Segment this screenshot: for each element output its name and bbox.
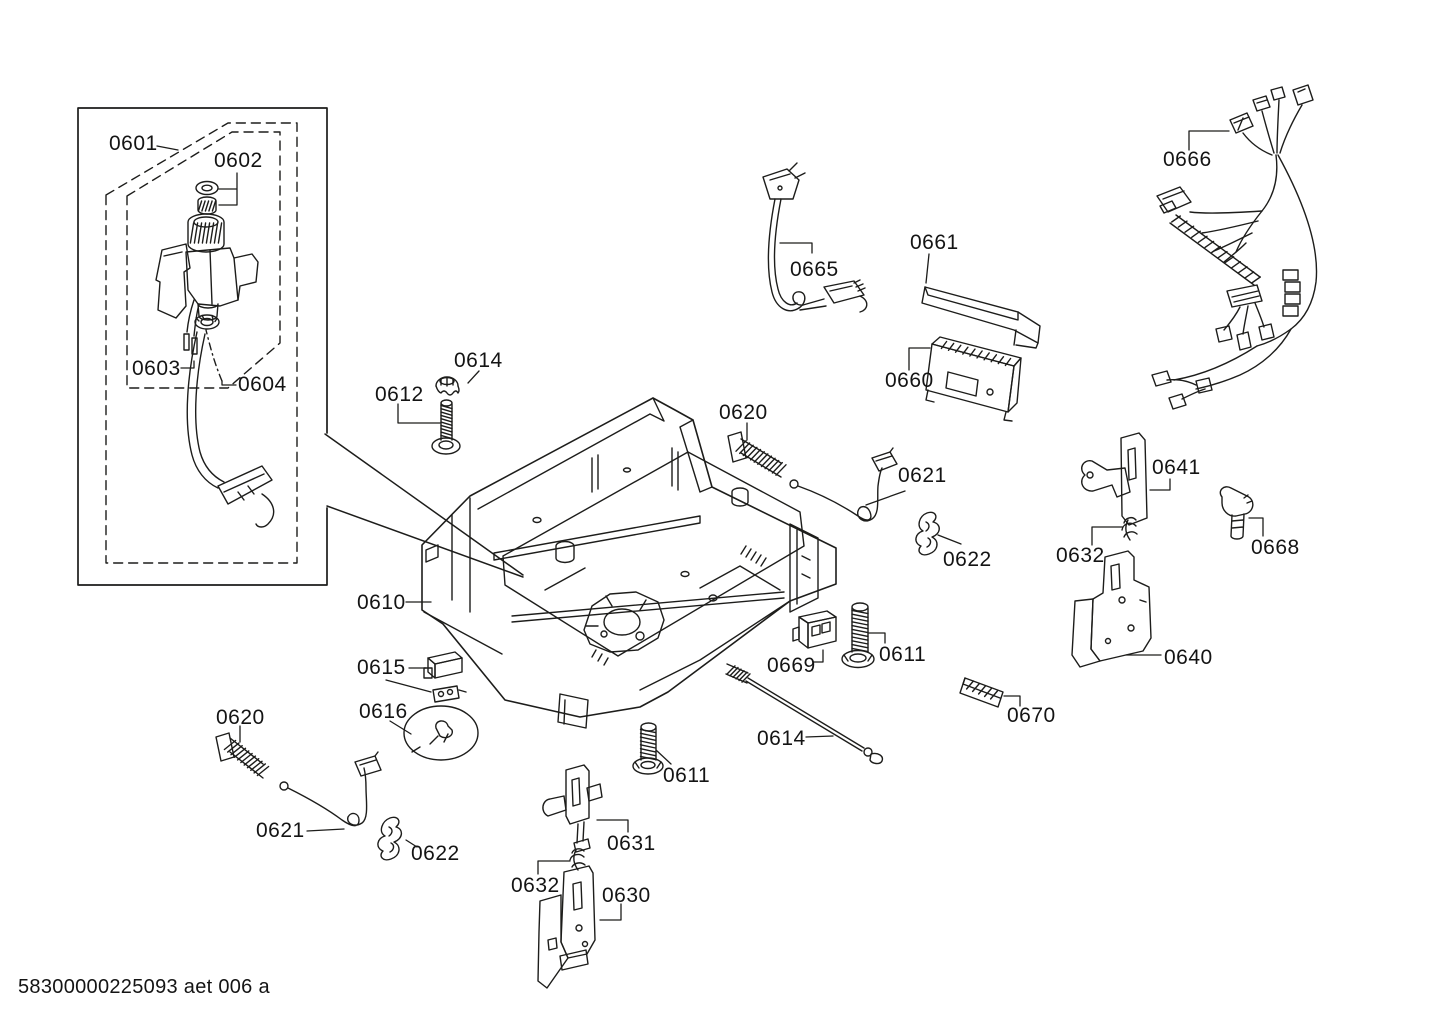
- plug-0668-drawing: [1220, 487, 1253, 539]
- part-label-0616: 0616: [359, 700, 408, 723]
- part-label-0603: 0603: [132, 357, 181, 380]
- part-label-0666: 0666: [1163, 148, 1212, 171]
- nut-0614-drawing: [436, 377, 459, 395]
- part-label-0601: 0601: [109, 132, 158, 155]
- part-label-0622-left: 0622: [411, 842, 460, 865]
- hinge-lever-0641-drawing: [1082, 433, 1147, 525]
- part-label-0630: 0630: [602, 884, 651, 907]
- disc-0616-drawing: [404, 706, 478, 760]
- foot-0611-center-drawing: [633, 723, 663, 774]
- foot-0611-right-drawing: [842, 603, 874, 668]
- plate-0670-drawing: [960, 678, 1003, 707]
- part-label-0614-bottom: 0614: [757, 727, 806, 750]
- part-label-0622-top: 0622: [943, 548, 992, 571]
- part-label-0610: 0610: [357, 591, 406, 614]
- bracket-0630-drawing: [538, 866, 595, 988]
- part-label-0661: 0661: [910, 231, 959, 254]
- part-label-0614-top: 0614: [454, 349, 503, 372]
- aquastop-assembly-drawing: [156, 182, 274, 528]
- spring-0620-left-drawing: [216, 733, 269, 778]
- part-label-0670: 0670: [1007, 704, 1056, 727]
- part-label-0611-center: 0611: [663, 764, 711, 787]
- bracket-0640-drawing: [1072, 551, 1151, 667]
- part-label-0632-left: 0632: [511, 874, 560, 897]
- part-label-0612: 0612: [375, 383, 424, 406]
- part-label-0641: 0641: [1152, 456, 1201, 479]
- part-label-0620-top: 0620: [719, 401, 768, 424]
- part-label-0660: 0660: [885, 369, 934, 392]
- document-number: 58300000225093 aet 006 a: [18, 976, 270, 998]
- block-0669-drawing: [793, 611, 836, 648]
- switch-0615-drawing: [424, 652, 466, 702]
- part-label-0611-right: 0611: [879, 643, 927, 666]
- hinge-lever-0631-drawing: [543, 765, 602, 852]
- part-label-0640: 0640: [1164, 646, 1213, 669]
- power-cord-0665-drawing: [763, 163, 867, 312]
- guide-0622-top-drawing: [916, 512, 939, 555]
- screw-0612-drawing: [432, 400, 460, 454]
- control-module-0660-drawing: [926, 337, 1021, 421]
- guide-0622-left-drawing: [378, 817, 402, 860]
- cable-harness-0666-drawing: [1152, 85, 1317, 409]
- part-label-0602: 0602: [214, 149, 263, 172]
- spring-0620-top-drawing: [728, 432, 786, 477]
- part-label-0621-top: 0621: [898, 464, 947, 487]
- cable-0621-top-drawing: [790, 448, 897, 521]
- cover-strip-0661-drawing: [922, 287, 1040, 348]
- part-label-0668: 0668: [1251, 536, 1300, 559]
- part-label-0632-right: 0632: [1056, 544, 1105, 567]
- part-label-0615: 0615: [357, 656, 406, 679]
- clip-0632-right-drawing: [1122, 518, 1137, 540]
- part-label-0621-left: 0621: [256, 819, 305, 842]
- part-label-0665: 0665: [790, 258, 839, 281]
- base-frame-drawing: [422, 398, 836, 728]
- part-label-0604: 0604: [238, 373, 287, 396]
- leader-lines: [157, 131, 1263, 920]
- rod-0614-drawing: [726, 664, 882, 764]
- part-label-0620-left: 0620: [216, 706, 265, 729]
- part-label-0631: 0631: [607, 832, 656, 855]
- cable-0621-left-drawing: [280, 752, 381, 826]
- part-label-0669: 0669: [767, 654, 816, 677]
- detail-box: [78, 108, 327, 585]
